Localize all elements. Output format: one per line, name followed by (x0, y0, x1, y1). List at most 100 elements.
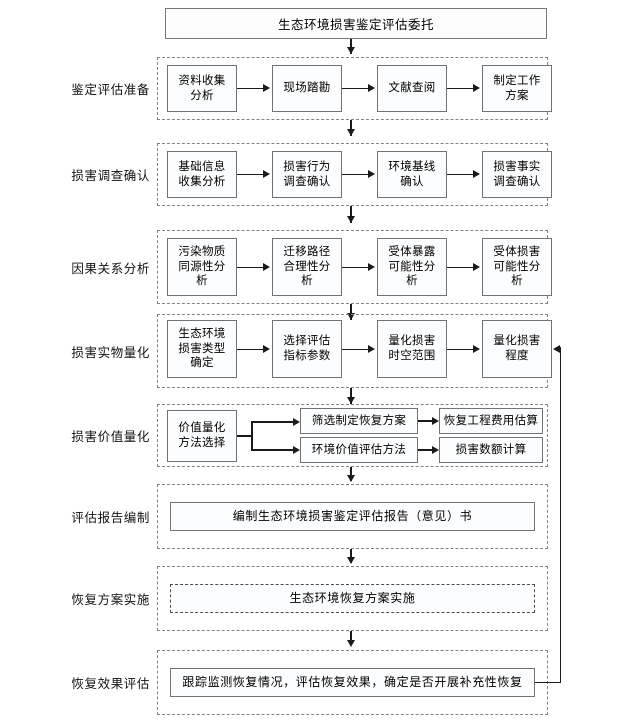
node-3-3[interactable]: 受体暴露 可能性分 析 (377, 238, 447, 296)
arrowhead-4-2-to-4-3 (368, 345, 375, 354)
node-5-2-label: 筛选制定恢复方案 (311, 414, 407, 427)
flowchart-title-box: 生态环境损害鉴定评估委托 (165, 8, 547, 39)
connector-stage6-to-stage7 (350, 549, 352, 563)
node-7-1-label: 生态环境恢复方案实施 (289, 590, 416, 605)
node-1-1[interactable]: 资料收集 分析 (167, 65, 237, 112)
connector-stage5-to-stage6 (350, 467, 352, 481)
connector-2-1-to-2-2 (237, 173, 263, 176)
arrowhead-2-1-to-2-2 (263, 170, 270, 179)
connector-5-1-to-5-2 (251, 421, 295, 423)
node-2-4-label: 损害事实 调查确认 (493, 160, 541, 188)
node-4-1[interactable]: 生态环境 损害类型 确定 (167, 320, 237, 378)
connector-1-2-to-1-3 (342, 87, 368, 90)
arrowhead-stage1-to-stage2 (346, 129, 355, 136)
arrowhead-5-1-to-5-4 (293, 446, 300, 455)
arrowhead-feedback-into-node-4-4 (553, 345, 560, 354)
node-7-1[interactable]: 生态环境恢复方案实施 (170, 584, 535, 613)
node-1-1-label: 资料收集 分析 (178, 74, 226, 102)
node-1-3[interactable]: 文献查阅 (377, 65, 447, 112)
node-5-3[interactable]: 恢复工程费用估算 (439, 408, 543, 434)
node-1-3-label: 文献查阅 (388, 82, 436, 95)
node-8-1[interactable]: 跟踪监测恢复情况，评估恢复效果，确定是否开展补充性恢复 (170, 668, 535, 697)
connector-4-3-to-4-4 (447, 348, 473, 351)
stage-label-4: 损害实物量化 (71, 345, 150, 360)
node-1-4-label: 制定工作 方案 (493, 74, 541, 102)
node-3-4[interactable]: 受体损害 可能性分 析 (482, 238, 552, 296)
stage-label-1: 鉴定评估准备 (71, 82, 150, 97)
connector-5-1-branch-vertical (251, 421, 253, 450)
stage-label-2: 损害调查确认 (71, 168, 150, 183)
arrowhead-stage7-to-stage8 (346, 640, 355, 647)
arrowhead-4-1-to-4-2 (263, 345, 270, 354)
node-4-2[interactable]: 选择评估 指标参数 (272, 320, 342, 378)
connector-3-3-to-3-4 (447, 266, 473, 269)
feedback-loop-vertical (559, 347, 562, 682)
node-2-1-label: 基础信息 收集分析 (178, 160, 226, 188)
arrowhead-2-3-to-2-4 (473, 170, 480, 179)
arrowhead-1-3-to-1-4 (473, 84, 480, 93)
node-3-4-label: 受体损害 可能性分 析 (493, 245, 541, 288)
arrowhead-2-2-to-2-3 (368, 170, 375, 179)
connector-4-2-to-4-3 (342, 348, 368, 351)
node-5-3-label: 恢复工程费用估算 (443, 414, 539, 427)
node-3-1-label: 污染物质 同源性分 析 (178, 245, 226, 288)
node-2-4[interactable]: 损害事实 调查确认 (482, 151, 552, 198)
connector-1-1-to-1-2 (237, 87, 263, 90)
node-3-1[interactable]: 污染物质 同源性分 析 (167, 238, 237, 296)
node-5-1-label: 价值量化 方法选择 (178, 422, 226, 449)
connector-stage7-to-stage8 (350, 631, 352, 645)
node-5-1[interactable]: 价值量化 方法选择 (167, 410, 237, 462)
arrowhead-5-2-to-5-3 (432, 417, 439, 426)
arrowhead-stage4-to-stage5 (346, 397, 355, 404)
node-5-2[interactable]: 筛选制定恢复方案 (300, 408, 418, 434)
node-2-3[interactable]: 环境基线 确认 (377, 151, 447, 198)
connector-stage1-to-stage2 (350, 120, 352, 136)
connector-5-1-trunk (237, 435, 252, 437)
arrowhead-5-1-to-5-2 (293, 417, 300, 426)
connector-3-2-to-3-3 (342, 266, 368, 269)
node-1-2[interactable]: 现场踏勘 (272, 65, 342, 112)
node-3-2[interactable]: 迁移路径 合理性分 析 (272, 238, 342, 296)
connector-stage2-to-stage3 (350, 206, 352, 223)
node-2-2[interactable]: 损害行为 调查确认 (272, 151, 342, 198)
flowchart-title: 生态环境损害鉴定评估委托 (277, 18, 434, 32)
node-5-4[interactable]: 环境价值评估方法 (300, 437, 418, 463)
node-2-1[interactable]: 基础信息 收集分析 (167, 151, 237, 198)
arrowhead-stage5-to-stage6 (346, 475, 355, 482)
node-4-4-label: 量化损害 程度 (493, 335, 541, 362)
connector-title-to-stage1 (350, 39, 352, 54)
stage-label-7: 恢复方案实施 (71, 592, 150, 607)
node-4-1-label: 生态环境 损害类型 确定 (178, 327, 226, 370)
arrowhead-3-2-to-3-3 (368, 263, 375, 272)
node-1-4[interactable]: 制定工作 方案 (482, 65, 552, 112)
node-8-1-label: 跟踪监测恢复情况，评估恢复效果，确定是否开展补充性恢复 (182, 674, 523, 689)
node-6-1[interactable]: 编制生态环境损害鉴定评估报告（意见）书 (170, 502, 535, 531)
node-5-4-label: 环境价值评估方法 (311, 443, 407, 456)
arrowhead-stage2-to-stage3 (346, 216, 355, 223)
stage-band-6 (157, 484, 548, 549)
stage-band-7 (157, 566, 548, 631)
connector-5-2-to-5-3 (418, 420, 434, 422)
stage-band-5 (157, 404, 548, 467)
node-1-2-label: 现场踏勘 (283, 82, 331, 95)
stage-label-5: 损害价值量化 (71, 429, 150, 444)
arrowhead-stage6-to-stage7 (346, 557, 355, 564)
stage-label-6: 评估报告编制 (71, 510, 150, 525)
node-2-2-label: 损害行为 调查确认 (283, 160, 331, 188)
connector-5-4-to-5-5 (418, 449, 434, 451)
node-5-5[interactable]: 损害数额计算 (439, 437, 543, 463)
node-6-1-label: 编制生态环境损害鉴定评估报告（意见）书 (232, 508, 473, 523)
node-4-4[interactable]: 量化损害 程度 (482, 320, 552, 378)
arrowhead-4-3-to-4-4 (473, 345, 480, 354)
node-3-2-label: 迁移路径 合理性分 析 (283, 245, 331, 288)
connector-2-2-to-2-3 (342, 173, 368, 176)
node-2-3-label: 环境基线 确认 (388, 160, 436, 188)
stage-label-3: 因果关系分析 (71, 261, 150, 276)
node-4-3[interactable]: 量化损害 时空范围 (377, 320, 447, 378)
node-4-3-label: 量化损害 时空范围 (388, 335, 436, 362)
connector-2-3-to-2-4 (447, 173, 473, 176)
arrowhead-1-2-to-1-3 (368, 84, 375, 93)
arrowhead-3-3-to-3-4 (473, 263, 480, 272)
connector-4-1-to-4-2 (237, 348, 263, 351)
